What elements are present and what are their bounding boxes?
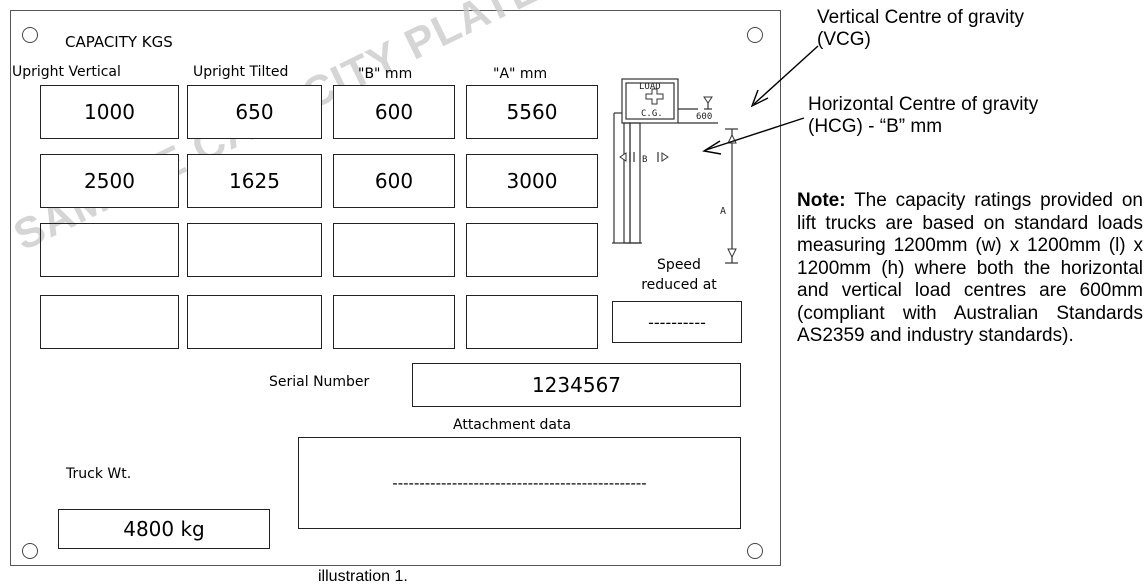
plate-title: CAPACITY KGS (65, 33, 173, 51)
capacity-cell (40, 295, 179, 349)
column-header-upright-vertical: Upright Vertical (12, 64, 121, 80)
hcg-pointer-line (705, 117, 805, 151)
serial-number-label: Serial Number (269, 374, 370, 390)
truck-weight-box: 4800 kg (58, 509, 270, 549)
mounting-hole-top-left (22, 27, 38, 43)
vcg-annotation: Vertical Centre of gravity (VCG) (817, 7, 1024, 50)
column-header-b-mm: "B" mm (358, 66, 413, 82)
column-header-upright-tilted: Upright Tilted (193, 64, 289, 80)
load-box (621, 78, 679, 124)
capacity-cell: 5560 (466, 85, 598, 139)
vcg-pointer-line (753, 45, 819, 105)
capacity-cell (466, 295, 598, 349)
attachment-data-box: ----------------------------------------… (298, 437, 741, 529)
note-heading: Note: (797, 190, 846, 211)
speed-label: Speed reduced at (641, 257, 717, 293)
serial-number-box: 1234567 (412, 363, 741, 407)
mounting-hole-bottom-left (22, 543, 38, 559)
illustration-caption: illustration 1. (318, 568, 408, 585)
capacity-cell (333, 295, 455, 349)
mounting-hole-bottom-right (747, 543, 763, 559)
mast-carriage (629, 122, 641, 244)
cg-cross-icon (645, 88, 664, 105)
hcg-annotation: Horizontal Centre of gravity (HCG) - “B”… (808, 94, 1039, 137)
capacity-cell: 3000 (466, 154, 598, 208)
column-header-a-mm: "A" mm (493, 66, 548, 82)
diagram-vcg-value: 600 (696, 112, 712, 122)
capacity-cell: 1000 (40, 85, 179, 139)
capacity-cell: 600 (333, 85, 455, 139)
truck-weight-label: Truck Wt. (66, 466, 132, 482)
speed-reduced-value-box: ---------- (612, 301, 742, 343)
capacity-cell (333, 223, 455, 277)
note-body: The capacity ratings provided on lift tr… (797, 190, 1143, 346)
mounting-hole-top-right (747, 27, 763, 43)
vcg-arrowhead (750, 89, 769, 108)
capacity-cell (187, 295, 322, 349)
capacity-cell: 1625 (187, 154, 322, 208)
diagram-cg-text: C.G. (641, 109, 663, 119)
diagram-load-text: LOAD (639, 82, 661, 92)
capacity-note: Note: The capacity ratings provided on l… (797, 190, 1143, 348)
capacity-cell: 650 (187, 85, 322, 139)
capacity-cell: 2500 (40, 154, 179, 208)
load-box-inner (625, 82, 675, 120)
capacity-cell: 600 (333, 154, 455, 208)
pointer-arrows (702, 45, 819, 155)
load-centre-diagram: LOAD C.G. 600 B A (612, 78, 738, 264)
diagram-a-label: A (720, 206, 726, 217)
diagram-b-label: B (642, 155, 647, 165)
hcg-arrowhead (702, 140, 722, 155)
capacity-cell (40, 223, 179, 277)
capacity-cell (187, 223, 322, 277)
capacity-cell (466, 223, 598, 277)
attachment-data-label: Attachment data (453, 417, 572, 433)
mast-upright (623, 122, 631, 244)
